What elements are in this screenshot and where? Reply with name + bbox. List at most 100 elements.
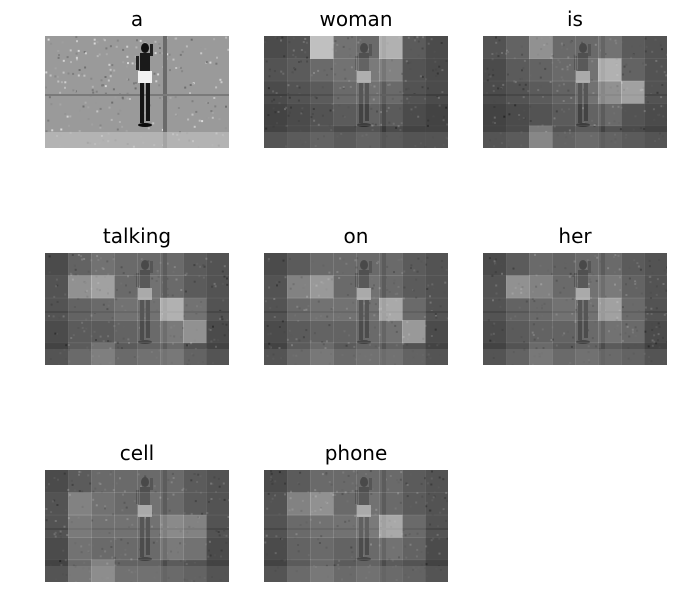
texture-speck bbox=[625, 323, 628, 326]
woman-figure bbox=[574, 260, 591, 344]
texture-speck bbox=[314, 495, 317, 498]
woman-head bbox=[141, 43, 149, 53]
texture-speck bbox=[351, 36, 354, 39]
texture-speck bbox=[518, 118, 521, 121]
texture-speck bbox=[525, 292, 528, 295]
texture-speck bbox=[446, 123, 448, 126]
texture-speck bbox=[355, 558, 358, 560]
texture-speck bbox=[587, 329, 590, 332]
texture-speck bbox=[370, 493, 373, 495]
texture-speck bbox=[401, 339, 404, 342]
texture-speck bbox=[522, 88, 525, 91]
attention-cell bbox=[621, 320, 645, 344]
texture-speck bbox=[594, 123, 597, 126]
texture-speck bbox=[628, 277, 631, 280]
texture-speck bbox=[539, 85, 542, 88]
attention-cell bbox=[206, 559, 229, 582]
texture-speck bbox=[342, 86, 345, 89]
texture-speck bbox=[634, 334, 637, 337]
woman-torso bbox=[359, 487, 369, 507]
texture-speck bbox=[576, 256, 579, 259]
texture-speck bbox=[102, 127, 105, 130]
texture-speck bbox=[120, 553, 122, 556]
texture-speck bbox=[210, 110, 213, 113]
texture-speck bbox=[276, 284, 278, 287]
texture-speck bbox=[322, 343, 325, 346]
attention-cell bbox=[506, 36, 530, 59]
texture-speck bbox=[318, 491, 321, 494]
texture-speck bbox=[211, 116, 214, 119]
texture-speck bbox=[560, 42, 563, 45]
texture-speck bbox=[659, 290, 662, 293]
texture-speck bbox=[78, 470, 81, 473]
texture-speck bbox=[82, 105, 85, 108]
texture-speck bbox=[368, 302, 371, 305]
texture-speck bbox=[653, 340, 656, 343]
texture-speck bbox=[273, 316, 276, 318]
texture-speck bbox=[288, 329, 291, 332]
woman-torso bbox=[359, 53, 369, 73]
woman-arm bbox=[355, 490, 358, 504]
texture-speck bbox=[427, 119, 430, 122]
texture-speck bbox=[201, 512, 204, 515]
texture-speck bbox=[75, 56, 78, 59]
texture-speck bbox=[613, 256, 615, 258]
panel-word: woman bbox=[319, 7, 393, 31]
texture-speck bbox=[83, 74, 86, 77]
texture-speck bbox=[203, 265, 206, 268]
texture-speck bbox=[649, 281, 652, 284]
texture-speck bbox=[513, 57, 516, 60]
attention-cell bbox=[598, 80, 622, 104]
texture-speck bbox=[439, 511, 442, 514]
woman-arm bbox=[574, 56, 577, 70]
texture-speck bbox=[592, 304, 595, 307]
attention-cell bbox=[183, 253, 207, 276]
texture-speck bbox=[432, 496, 435, 499]
texture-speck bbox=[508, 113, 511, 116]
texture-speck bbox=[295, 533, 298, 536]
attention-cell bbox=[183, 559, 207, 582]
texture-speck bbox=[644, 37, 647, 40]
texture-speck bbox=[94, 475, 97, 478]
attention-cell bbox=[379, 125, 403, 148]
texture-speck bbox=[58, 54, 60, 57]
texture-speck bbox=[533, 300, 536, 303]
texture-speck bbox=[399, 478, 402, 481]
attention-cell bbox=[621, 125, 645, 148]
texture-speck bbox=[166, 53, 169, 56]
texture-speck bbox=[376, 110, 378, 113]
texture-speck bbox=[375, 508, 378, 511]
texture-speck bbox=[512, 267, 515, 270]
wall-seam bbox=[45, 528, 229, 530]
attention-cell bbox=[483, 297, 507, 321]
texture-speck bbox=[219, 317, 221, 320]
texture-speck bbox=[54, 332, 57, 335]
texture-speck bbox=[56, 282, 59, 285]
texture-speck bbox=[374, 123, 377, 126]
texture-speck bbox=[345, 262, 348, 265]
texture-speck bbox=[207, 555, 210, 558]
texture-speck bbox=[626, 325, 629, 328]
texture-speck bbox=[427, 492, 430, 495]
texture-speck bbox=[372, 488, 374, 491]
texture-speck bbox=[594, 255, 597, 257]
attention-image bbox=[45, 36, 229, 148]
texture-speck bbox=[562, 83, 565, 86]
texture-speck bbox=[575, 308, 578, 311]
texture-speck bbox=[122, 536, 125, 539]
texture-speck bbox=[112, 304, 115, 307]
attention-cell bbox=[114, 297, 138, 321]
attention-cell bbox=[45, 297, 69, 321]
texture-speck bbox=[176, 514, 179, 516]
texture-speck bbox=[374, 513, 377, 516]
texture-speck bbox=[439, 305, 442, 308]
attention-cell bbox=[114, 559, 138, 582]
texture-speck bbox=[376, 262, 379, 265]
texture-speck bbox=[278, 515, 281, 518]
texture-speck bbox=[179, 530, 182, 533]
texture-speck bbox=[122, 61, 125, 64]
texture-speck bbox=[597, 97, 600, 100]
texture-speck bbox=[493, 340, 496, 343]
texture-speck bbox=[427, 551, 429, 554]
texture-speck bbox=[115, 329, 118, 332]
